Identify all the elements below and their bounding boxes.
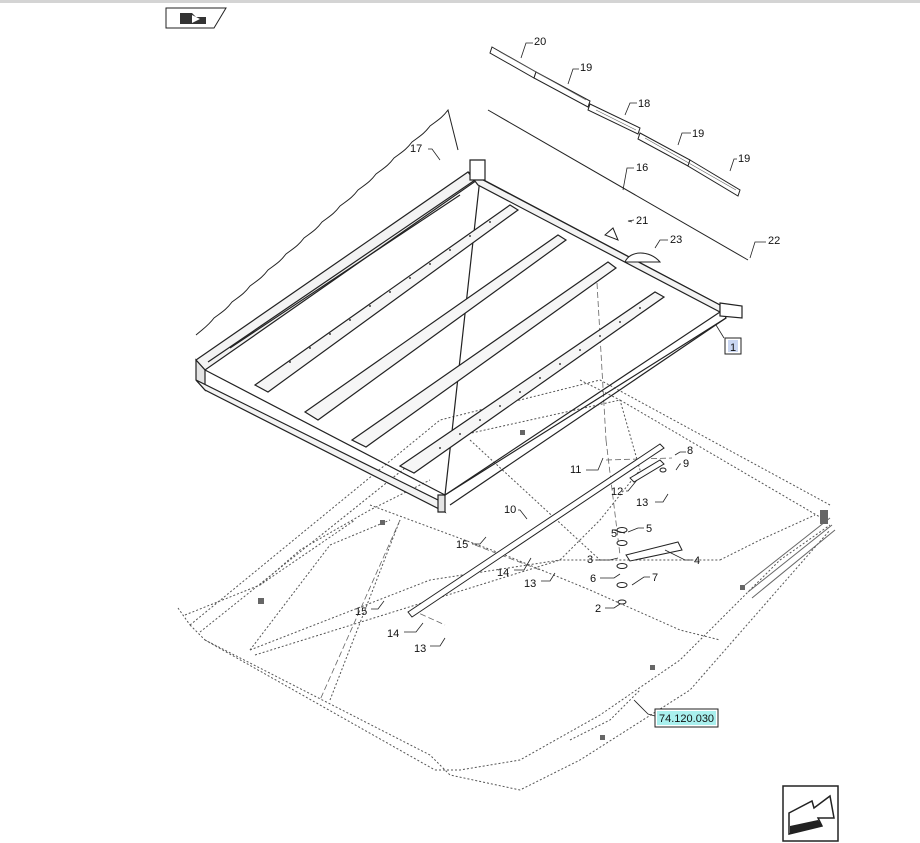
svg-text:74.120.030: 74.120.030 <box>659 713 714 725</box>
svg-text:13: 13 <box>524 578 536 590</box>
svg-text:19: 19 <box>738 153 750 165</box>
callout-13-c: 13 <box>414 637 446 655</box>
callout-9: 9 <box>675 458 689 471</box>
callout-4: 4 <box>664 549 700 567</box>
callout-19-c: 19 <box>729 153 750 172</box>
callout-22: 22 <box>749 235 780 259</box>
folder-back-icon <box>180 13 206 24</box>
callout-3: 3 <box>587 554 619 566</box>
svg-text:5: 5 <box>611 528 617 540</box>
svg-text:18: 18 <box>638 98 650 110</box>
next-page-arrow-icon <box>788 794 835 835</box>
callout-17: 17 <box>410 143 441 161</box>
callout-6: 6 <box>590 573 621 585</box>
svg-text:4: 4 <box>694 555 700 567</box>
svg-text:5: 5 <box>646 523 652 535</box>
svg-text:13: 13 <box>414 643 426 655</box>
svg-text:19: 19 <box>580 62 592 74</box>
small-bracket <box>604 227 619 241</box>
next-page-button[interactable] <box>782 785 839 842</box>
svg-text:7: 7 <box>652 572 658 584</box>
callouts: 20 19 18 19 19 17 16 21 23 22 8 9 11 12 … <box>355 36 780 655</box>
callout-11: 11 <box>570 457 604 476</box>
svg-text:13: 13 <box>636 497 648 509</box>
svg-text:2: 2 <box>595 603 601 615</box>
callout-14-b: 14 <box>387 622 424 640</box>
serrated-strips <box>489 46 741 197</box>
svg-text:11: 11 <box>570 464 581 476</box>
callout-15-b: 15 <box>355 600 385 618</box>
previous-page-button[interactable] <box>165 7 227 29</box>
callout-8: 8 <box>674 445 693 457</box>
callout-5-b: 5 <box>627 523 652 535</box>
hardware-stack <box>616 459 683 605</box>
svg-text:14: 14 <box>387 628 399 640</box>
svg-text:12: 12 <box>611 486 623 498</box>
svg-text:14: 14 <box>497 567 509 579</box>
callout-10: 10 <box>504 504 528 520</box>
callout-2: 2 <box>595 603 621 615</box>
callout-21: 21 <box>627 215 648 227</box>
reference-74-120-030-link[interactable]: 74.120.030 <box>633 699 719 728</box>
callout-15-a: 15 <box>456 536 487 551</box>
lower-frame-rib <box>744 517 836 599</box>
callout-19-b: 19 <box>677 128 704 146</box>
top-border <box>0 0 920 3</box>
svg-text:9: 9 <box>683 458 689 470</box>
svg-text:10: 10 <box>504 504 516 516</box>
rod <box>487 109 749 261</box>
callout-18: 18 <box>624 98 650 116</box>
svg-text:17: 17 <box>410 143 422 155</box>
lower-frame-details <box>258 430 828 740</box>
svg-text:19: 19 <box>692 128 704 140</box>
svg-text:3: 3 <box>587 554 593 566</box>
callout-12: 12 <box>611 479 638 498</box>
svg-text:21: 21 <box>636 215 648 227</box>
callout-20: 20 <box>520 36 546 59</box>
callout-13-a: 13 <box>636 493 669 509</box>
cover-plate <box>624 252 662 263</box>
cover-strip <box>195 108 459 336</box>
svg-text:20: 20 <box>534 36 546 48</box>
callout-7: 7 <box>631 572 658 586</box>
callout-23: 23 <box>654 234 682 249</box>
svg-text:15: 15 <box>355 606 367 618</box>
lower-frame-outline <box>177 379 831 791</box>
callout-13-b: 13 <box>524 572 556 590</box>
item-1-link[interactable]: 1 <box>715 324 742 355</box>
svg-text:1: 1 <box>730 342 736 354</box>
callout-19-a: 19 <box>567 62 592 85</box>
svg-text:8: 8 <box>687 445 693 457</box>
svg-text:23: 23 <box>670 234 682 246</box>
main-frame <box>195 159 743 514</box>
callout-16: 16 <box>622 162 648 191</box>
callout-5-a: 5 <box>611 528 625 540</box>
strip-teeth <box>499 51 737 191</box>
frame-holes <box>289 221 641 449</box>
svg-text:15: 15 <box>456 539 468 551</box>
callout-14-a: 14 <box>497 557 532 579</box>
construction-lines <box>319 282 673 701</box>
svg-text:22: 22 <box>768 235 780 247</box>
svg-text:6: 6 <box>590 573 596 585</box>
long-bar <box>407 443 665 618</box>
svg-text:16: 16 <box>636 162 648 174</box>
